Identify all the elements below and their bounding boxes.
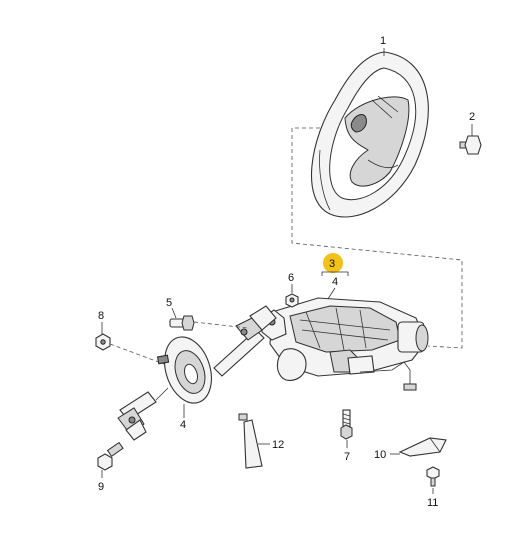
steering-wheel	[310, 51, 429, 218]
lower-bolt	[97, 441, 124, 471]
callout-2: 2	[469, 111, 475, 123]
bolt-5-axis	[193, 321, 249, 329]
leader-5	[171, 307, 177, 319]
grease-tube	[238, 413, 263, 469]
callout-10: 10	[374, 449, 386, 461]
highlight-marker	[323, 253, 343, 273]
callout-11: 11	[427, 497, 438, 509]
assembly-outline	[291, 127, 463, 349]
column-bolt	[340, 409, 353, 440]
steering-column	[261, 297, 429, 391]
universal-joint	[117, 387, 169, 441]
column-nut	[285, 293, 299, 308]
pinch-bolt	[169, 315, 195, 331]
nut-8-axis	[109, 343, 165, 365]
callout-8: 8	[98, 310, 104, 322]
callout-9: 9	[98, 481, 104, 493]
callout-3: 3	[329, 258, 335, 270]
callout-7: 7	[344, 451, 350, 463]
callout-1: 1	[380, 35, 386, 47]
bracket-screw	[426, 466, 440, 487]
callout-4-upper: 4	[332, 276, 338, 288]
wheel-bolt	[459, 135, 482, 155]
callout-12: 12	[272, 439, 284, 451]
callout-5: 5	[166, 297, 172, 309]
bracket	[398, 437, 447, 457]
intermediate-shaft	[213, 305, 277, 377]
bracket-3-4	[321, 271, 349, 276]
column-gaiter	[156, 336, 212, 404]
callout-4-lower: 4	[180, 419, 186, 431]
nut	[95, 333, 111, 351]
callout-6: 6	[288, 272, 294, 284]
